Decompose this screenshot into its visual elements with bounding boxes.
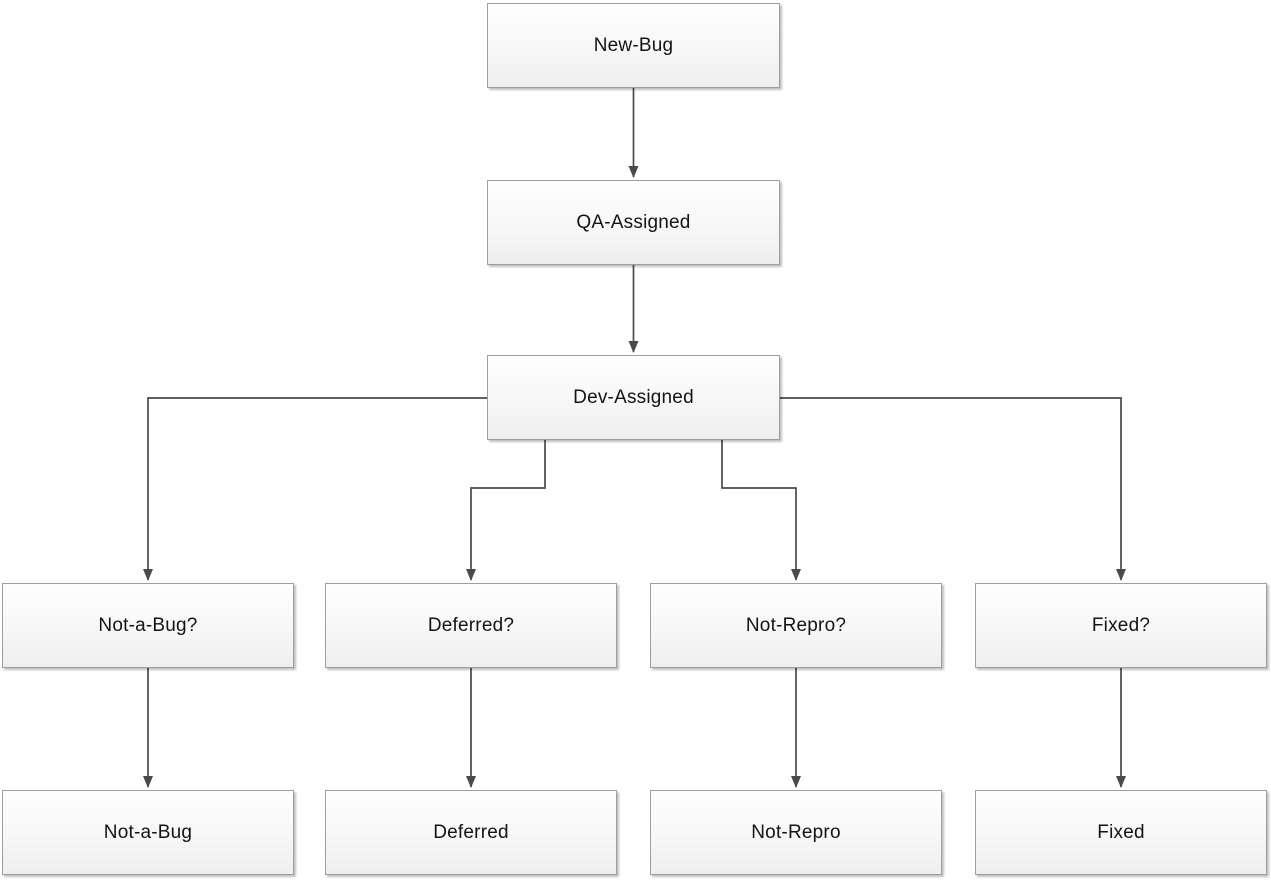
node-not-a-bug-question: Not-a-Bug? — [2, 583, 294, 668]
node-dev-assigned-label: Dev-Assigned — [573, 386, 694, 408]
node-deferred-question-label: Deferred? — [427, 614, 515, 636]
node-dev-assigned: Dev-Assigned — [487, 355, 780, 440]
node-not-repro-question: Not-Repro? — [650, 583, 942, 668]
node-fixed-label: Fixed — [1097, 821, 1145, 843]
connector-devassigned-notrepro-q — [721, 440, 801, 581]
node-not-repro-question-label: Not-Repro? — [745, 614, 847, 636]
node-not-repro-label: Not-Repro — [751, 821, 841, 843]
node-new-bug: New-Bug — [487, 3, 780, 88]
node-fixed-question: Fixed? — [975, 583, 1267, 668]
node-qa-assigned-label: QA-Assigned — [576, 211, 691, 233]
node-fixed-question-label: Fixed? — [1091, 614, 1151, 636]
node-not-a-bug-label: Not-a-Bug — [103, 821, 193, 843]
node-fixed: Fixed — [975, 790, 1267, 875]
connector-devassigned-fixed-q — [780, 397, 1126, 581]
node-deferred-question: Deferred? — [325, 583, 617, 668]
node-deferred-label: Deferred — [433, 821, 509, 843]
node-not-a-bug: Not-a-Bug — [2, 790, 294, 875]
node-new-bug-label: New-Bug — [593, 34, 674, 56]
node-deferred: Deferred — [325, 790, 617, 875]
node-qa-assigned: QA-Assigned — [487, 180, 780, 265]
connector-devassigned-deferred-q — [466, 440, 546, 581]
node-not-a-bug-question-label: Not-a-Bug? — [98, 614, 198, 636]
node-not-repro: Not-Repro — [650, 790, 942, 875]
connector-devassigned-notabug-q — [143, 397, 487, 581]
